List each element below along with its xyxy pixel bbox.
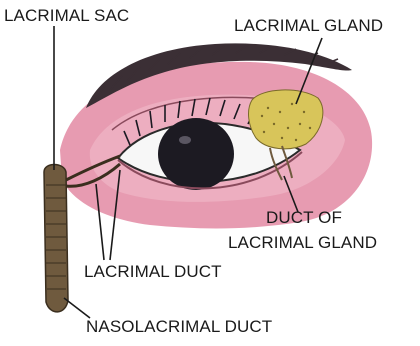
label-duct-of-gland-line2: LACRIMAL GLAND xyxy=(228,233,377,253)
label-lacrimal-sac: LACRIMAL SAC xyxy=(4,6,129,26)
lacrimal-sac xyxy=(44,165,68,312)
pupil-highlight xyxy=(179,136,191,144)
label-lacrimal-gland: LACRIMAL GLAND xyxy=(234,16,383,36)
label-duct-of-gland-line1: DUCT OF xyxy=(266,208,342,228)
leader-nasolacrimal-duct xyxy=(64,298,90,318)
label-nasolacrimal-duct: NASOLACRIMAL DUCT xyxy=(86,317,272,337)
iris xyxy=(158,118,234,190)
label-lacrimal-duct: LACRIMAL DUCT xyxy=(84,262,222,282)
